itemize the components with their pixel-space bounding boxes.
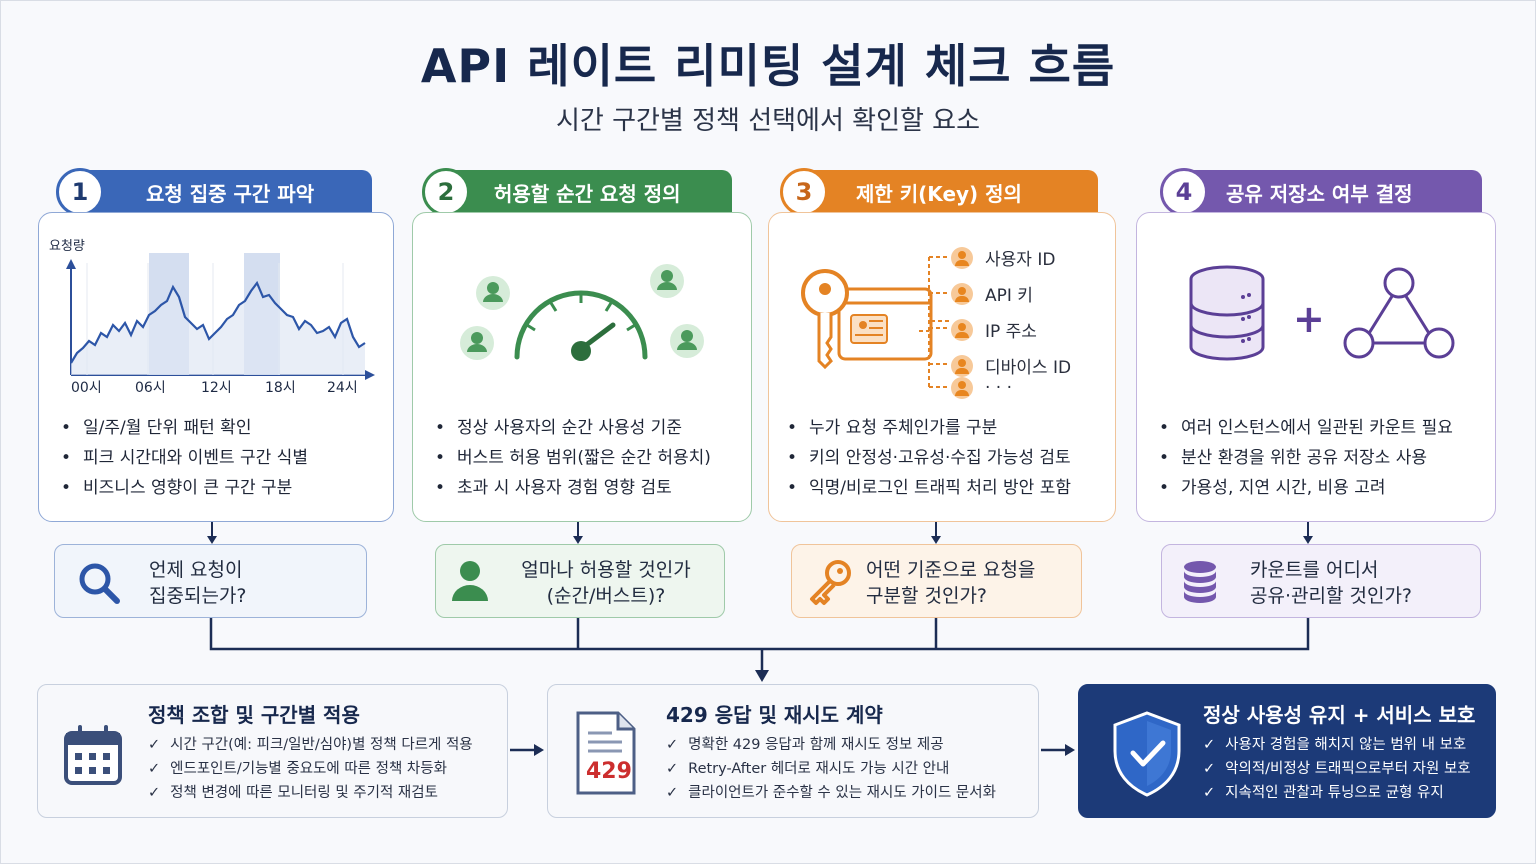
retry-heading: 429 응답 및 재시도 계약 [666, 703, 883, 727]
step-2-tab: 허용할 순간 요청 정의 [440, 170, 732, 214]
list-item: 가용성, 지연 시간, 비용 고려 [1159, 473, 1453, 503]
page-title: API 레이트 리미팅 설계 체크 흐름 [420, 39, 1116, 93]
question-3: 어떤 기준으로 요청을 구분할 것인가? [791, 544, 1082, 618]
step-4-bullets: 여러 인스턴스에서 일관된 카운트 필요 분산 환경을 위한 공유 저장소 사용… [1159, 413, 1453, 503]
question-4: 카운트를 어디서 공유·관리할 것인가? [1161, 544, 1481, 618]
network-icon [1343, 267, 1455, 359]
document-icon [576, 711, 636, 795]
question-1: 언제 요청이 집중되는가? [54, 544, 367, 618]
chart-tick-00: 00시 [71, 380, 102, 396]
page-subtitle: 시간 구간별 정책 선택에서 확인할 요소 [555, 106, 981, 136]
step-4-tab: 공유 저장소 여부 결정 [1180, 170, 1482, 214]
protection-box: 정상 사용성 유지 + 서비스 보호 사용자 경험을 해치지 않는 범위 내 보… [1078, 684, 1496, 818]
key-device-id: 디바이스 ID [951, 353, 1071, 378]
list-item: 사용자 경험을 해치지 않는 범위 내 보호 [1203, 733, 1471, 757]
step-3-bullets: 누가 요청 주체인가를 구분 키의 안정성·고유성·수집 가능성 검토 익명/비… [787, 413, 1071, 503]
chart-tick-12: 12시 [201, 380, 232, 396]
merge-connector [209, 618, 1310, 682]
down-arrows [207, 522, 1313, 544]
list-item: 초과 시 사용자 경험 영향 검토 [435, 473, 711, 503]
step-4-panel: + 여러 인스턴스에서 일관된 카운트 필요 분산 환경을 위한 공유 저장소 … [1136, 212, 1496, 522]
list-item: 시간 구간(예: 피크/일반/심야)별 정책 다르게 적용 [148, 733, 472, 757]
database-icon [1184, 561, 1216, 603]
list-item: 익명/비로그인 트래픽 처리 방안 포함 [787, 473, 1071, 503]
calendar-icon [64, 725, 122, 785]
step-4-heading: 공유 저장소 여부 결정 [1226, 181, 1413, 206]
step-2-badge: 2 [422, 168, 470, 216]
person-icon [951, 282, 973, 305]
list-item: 여러 인스턴스에서 일관된 카운트 필요 [1159, 413, 1453, 443]
retry-list: 명확한 429 응답과 함께 재시도 정보 제공 Retry-After 헤더로… [666, 733, 996, 805]
question-2: 얼마나 허용할 것인가 (순간/버스트)? [435, 544, 725, 618]
policy-heading: 정책 조합 및 구간별 적용 [148, 703, 360, 727]
step-2-bullets: 정상 사용자의 순간 사용성 기준 버스트 허용 범위(짧은 순간 허용치) 초… [435, 413, 711, 503]
step-1-badge: 1 [56, 168, 104, 216]
key-icon [810, 560, 851, 605]
question-3-text: 어떤 기준으로 요청을 구분할 것인가? [866, 559, 1036, 607]
traffic-chart [66, 253, 375, 380]
list-item: 버스트 허용 범위(짧은 순간 허용치) [435, 443, 711, 473]
list-item: 명확한 429 응답과 함께 재시도 정보 제공 [666, 733, 996, 757]
question-4-text: 카운트를 어디서 공유·관리할 것인가? [1250, 559, 1413, 607]
plus-icon: + [1293, 297, 1325, 341]
list-item: 누가 요청 주체인가를 구분 [787, 413, 1071, 443]
step-1-panel: 요청량 00시 06시 12시 18시 24시 일/주/월 단위 패턴 확인 피… [38, 212, 394, 522]
chart-tick-06: 06시 [135, 380, 166, 396]
step-2-panel: 정상 사용자의 순간 사용성 기준 버스트 허용 범위(짧은 순간 허용치) 초… [412, 212, 752, 522]
step-3-heading: 제한 키(Key) 정의 [856, 181, 1022, 206]
person-icon [951, 354, 973, 377]
key-api-key: API 키 [951, 281, 1033, 306]
chart-tick-18: 18시 [265, 380, 296, 396]
right-arrow [510, 744, 544, 756]
list-item: 클라이언트가 준수할 수 있는 재시도 가이드 문서화 [666, 781, 996, 805]
list-item: 키의 안정성·고유성·수집 가능성 검토 [787, 443, 1071, 473]
question-1-text: 언제 요청이 집중되는가? [149, 559, 247, 607]
key-more: · · · [951, 377, 1012, 399]
list-item: 일/주/월 단위 패턴 확인 [61, 413, 308, 443]
key-card-icon [801, 269, 949, 370]
step-4-badge: 4 [1160, 168, 1208, 216]
list-item: 지속적인 관찰과 튜닝으로 균형 유지 [1203, 781, 1471, 805]
key-ip-address: IP 주소 [951, 317, 1037, 342]
step-1-tab: 요청 집중 구간 파악 [74, 170, 372, 214]
person-icon [951, 246, 973, 269]
step-3-badge: 3 [780, 168, 828, 216]
speedometer-icon [460, 264, 704, 361]
step-1-heading: 요청 집중 구간 파악 [146, 181, 315, 206]
retry-box: 429 429 응답 및 재시도 계약 명확한 429 응답과 함께 재시도 정… [547, 684, 1039, 818]
protection-heading: 정상 사용성 유지 + 서비스 보호 [1203, 703, 1476, 727]
list-item: 비즈니스 영향이 큰 구간 구분 [61, 473, 308, 503]
shield-check-icon [1113, 711, 1181, 797]
list-item: 피크 시간대와 이벤트 구간 식별 [61, 443, 308, 473]
list-item: 악의적/비정상 트래픽으로부터 자원 보호 [1203, 757, 1471, 781]
key-connector [919, 256, 949, 388]
policy-list: 시간 구간(예: 피크/일반/심야)별 정책 다르게 적용 엔드포인트/기능별 … [148, 733, 473, 805]
step-3-tab: 제한 키(Key) 정의 [800, 170, 1098, 214]
right-arrow [1041, 744, 1075, 756]
step-3-panel: 사용자 ID API 키 IP 주소 디바이스 ID · · · 누가 요청 주… [768, 212, 1116, 522]
list-item: 엔드포인트/기능별 중요도에 따른 정책 차등화 [148, 757, 473, 781]
list-item: 정상 사용자의 순간 사용성 기준 [435, 413, 711, 443]
question-2-text: 얼마나 허용할 것인가 (순간/버스트)? [521, 559, 691, 607]
magnifier-icon [79, 563, 120, 604]
step-1-bullets: 일/주/월 단위 패턴 확인 피크 시간대와 이벤트 구간 식별 비즈니스 영향… [61, 413, 308, 503]
person-icon [951, 377, 973, 399]
key-user-id: 사용자 ID [951, 245, 1055, 270]
list-item: 정책 변경에 따른 모니터링 및 주기적 재검토 [148, 781, 473, 805]
policy-box: 정책 조합 및 구간별 적용 시간 구간(예: 피크/일반/심야)별 정책 다르… [37, 684, 508, 818]
list-item: Retry-After 헤더로 재시도 가능 시간 안내 [666, 757, 996, 781]
database-icon [1189, 265, 1265, 361]
step-2-heading: 허용할 순간 요청 정의 [494, 181, 681, 206]
chart-ylabel: 요청량 [49, 239, 85, 254]
chart-tick-24: 24시 [327, 380, 358, 396]
protection-list: 사용자 경험을 해치지 않는 범위 내 보호 악의적/비정상 트래픽으로부터 자… [1203, 733, 1471, 805]
person-icon [951, 318, 973, 341]
status-429-label: 429 [586, 759, 632, 784]
list-item: 분산 환경을 위한 공유 저장소 사용 [1159, 443, 1453, 473]
user-icon [452, 561, 488, 601]
